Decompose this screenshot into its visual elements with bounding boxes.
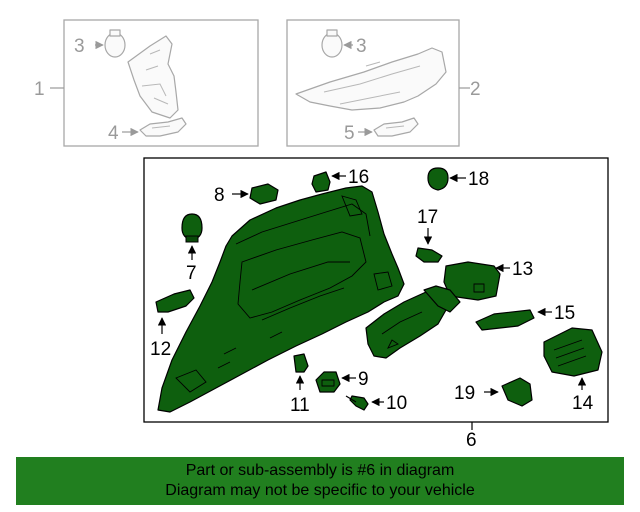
part-16-clip: 16 — [311, 167, 369, 193]
part-3-clip-ghost-right: 3 — [321, 29, 367, 58]
part-2-ghost — [295, 47, 447, 111]
callout-9: 9 — [358, 369, 369, 390]
callout-1: 1 — [34, 79, 45, 100]
callout-5: 5 — [344, 123, 355, 144]
callout-10: 10 — [386, 393, 407, 414]
group-1-box: 1 — [34, 19, 259, 147]
part-4-ghost: 4 — [108, 117, 187, 144]
assembly-6-box: 6 — [143, 157, 609, 451]
callout-16: 16 — [348, 167, 369, 188]
callout-17: 17 — [417, 207, 438, 228]
part-9-handle: 9 — [315, 369, 369, 393]
callout-11: 11 — [290, 395, 310, 416]
parts-diagram: 1 3 4 2 3 5 6 — [34, 19, 609, 451]
callout-6: 6 — [466, 430, 477, 451]
callout-13: 13 — [512, 259, 533, 280]
cargo-side-tray — [365, 285, 461, 359]
part-14-grille: 14 — [543, 327, 603, 414]
part-1-ghost — [127, 35, 179, 119]
callout-7: 7 — [186, 263, 197, 284]
part-10-screw: 10 — [345, 393, 407, 414]
part-3-clip-ghost-left: 3 — [74, 29, 126, 58]
quarter-trim-panel — [157, 185, 405, 413]
banner-line-1: Part or sub-assembly is #6 in diagram — [185, 462, 455, 479]
part-12-bracket: 12 — [150, 289, 195, 360]
part-15-panel: 15 — [475, 303, 575, 331]
part-11-clip: 11 — [290, 353, 310, 416]
callout-15: 15 — [554, 303, 575, 324]
callout-3-left: 3 — [74, 36, 85, 57]
callout-2: 2 — [470, 79, 481, 100]
callout-8: 8 — [214, 185, 225, 206]
part-18-cap: 18 — [427, 167, 489, 191]
callout-4: 4 — [108, 123, 119, 144]
callout-18: 18 — [468, 169, 489, 190]
info-banner: Part or sub-assembly is #6 in diagram Di… — [16, 457, 624, 505]
part-13-cover: 13 — [443, 259, 533, 301]
callout-19: 19 — [454, 383, 475, 404]
part-5-ghost: 5 — [344, 117, 419, 144]
callout-3-right: 3 — [356, 36, 367, 57]
callout-14: 14 — [572, 393, 594, 414]
group-2-box: 2 — [286, 19, 481, 147]
part-17-pad: 17 — [415, 207, 443, 263]
part-19-fastener: 19 — [454, 377, 533, 407]
part-7-clip: 7 — [181, 213, 203, 284]
callout-12: 12 — [150, 339, 171, 360]
banner-line-2: Diagram may not be specific to your vehi… — [165, 482, 475, 499]
part-8-bracket: 8 — [214, 183, 279, 206]
